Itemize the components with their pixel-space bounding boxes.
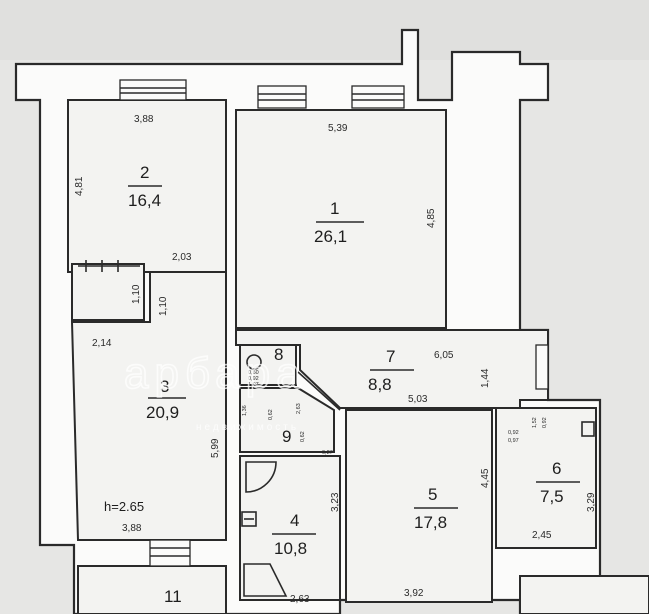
room-9-number: 9 xyxy=(282,427,291,446)
dim-room5-height: 4,45 xyxy=(480,468,491,488)
room-3-area: 20,9 xyxy=(146,403,179,422)
small-label-9: 0,62 xyxy=(268,409,274,420)
room-1-number: 1 xyxy=(330,199,339,218)
dim-room3-height: 5,99 xyxy=(210,438,221,458)
small-label-4: 0,92 xyxy=(542,417,548,428)
dim-room7-height: 1,44 xyxy=(480,368,491,388)
room-8-shape xyxy=(239,344,297,386)
toilet-icon xyxy=(246,354,262,370)
window-right xyxy=(535,344,549,390)
window-top-3 xyxy=(351,85,405,109)
diagonal-wall xyxy=(297,371,341,411)
room-7-number: 7 xyxy=(386,347,395,366)
sink-icon xyxy=(241,511,257,527)
room-5-area: 17,8 xyxy=(414,513,447,532)
window-bottom-1 xyxy=(149,539,191,567)
room-bottom-right-shape xyxy=(519,575,649,614)
small-label-6: 0,92 xyxy=(248,376,259,382)
dim-room2-bottom: 2,03 xyxy=(172,252,192,263)
room-1-shape xyxy=(235,109,447,329)
window-top-1 xyxy=(119,79,187,101)
small-label-3: 1,52 xyxy=(532,417,538,428)
dim-stair-left: 1,10 xyxy=(131,284,142,304)
room-6-shape xyxy=(495,407,597,549)
room-4-area: 10,8 xyxy=(274,539,307,558)
watermark-tagline: недвижимость xyxy=(196,422,299,433)
small-label-5: 0,60 xyxy=(248,370,259,376)
room-3-number: 3 xyxy=(160,377,169,396)
room-11-number: 11 xyxy=(164,587,182,606)
room-7-area: 8,8 xyxy=(368,375,392,394)
fixture-icon xyxy=(581,421,595,437)
dim-room3-bottom: 3,88 xyxy=(122,523,142,534)
small-label-2: 0,97 xyxy=(508,438,519,444)
dim-room3-top: 2,14 xyxy=(92,338,112,349)
dim-room2-width: 3,88 xyxy=(134,114,154,125)
dim-room6-height: 3,29 xyxy=(586,492,597,512)
door-swing-icon xyxy=(245,461,277,493)
room-1-area: 26,1 xyxy=(314,227,347,246)
dim-room7-width: 6,05 xyxy=(434,350,454,361)
room-2-area: 16,4 xyxy=(128,191,161,210)
room-stairs-shape xyxy=(71,263,145,321)
stove-icon xyxy=(243,563,288,597)
room-3-shape xyxy=(70,271,227,541)
dim-room1-height: 4,85 xyxy=(426,208,437,228)
watermark-logo: арбара xyxy=(124,349,307,398)
small-label-11: 2,63 xyxy=(296,403,302,414)
room-4-number: 4 xyxy=(290,511,299,530)
dim-room4-bottom: 2,63 xyxy=(290,594,310,605)
dim-room7-bottom: 5,03 xyxy=(408,394,428,405)
dim-room6-bottom: 2,45 xyxy=(532,530,552,541)
room-2-number: 2 xyxy=(140,163,149,182)
dim-stair-right: 1,10 xyxy=(158,296,169,316)
room-8-number: 8 xyxy=(274,345,283,364)
small-label-12: 1,36 xyxy=(242,405,248,416)
dim-room4-height: 3,23 xyxy=(330,492,341,512)
dim-room5-bottom: 3,92 xyxy=(404,588,424,599)
room-11-shape xyxy=(77,565,227,614)
room-9-shape xyxy=(239,387,335,453)
room-6-area: 7,5 xyxy=(540,487,564,506)
ceiling-height-label: h=2.65 xyxy=(104,499,144,514)
room-5-number: 5 xyxy=(428,485,437,504)
room-4-shape xyxy=(239,455,341,601)
room-6-number: 6 xyxy=(552,459,561,478)
small-label-8: 0,27 xyxy=(322,450,333,456)
small-label-10: 0,62 xyxy=(300,431,306,442)
small-label-7: 1,07 xyxy=(248,382,259,388)
dim-room2-height: 4,81 xyxy=(74,176,85,196)
small-label-1: 0,92 xyxy=(508,430,519,436)
dim-room1-width: 5,39 xyxy=(328,123,348,134)
window-top-2 xyxy=(257,85,307,109)
room-5-shape xyxy=(345,409,493,603)
